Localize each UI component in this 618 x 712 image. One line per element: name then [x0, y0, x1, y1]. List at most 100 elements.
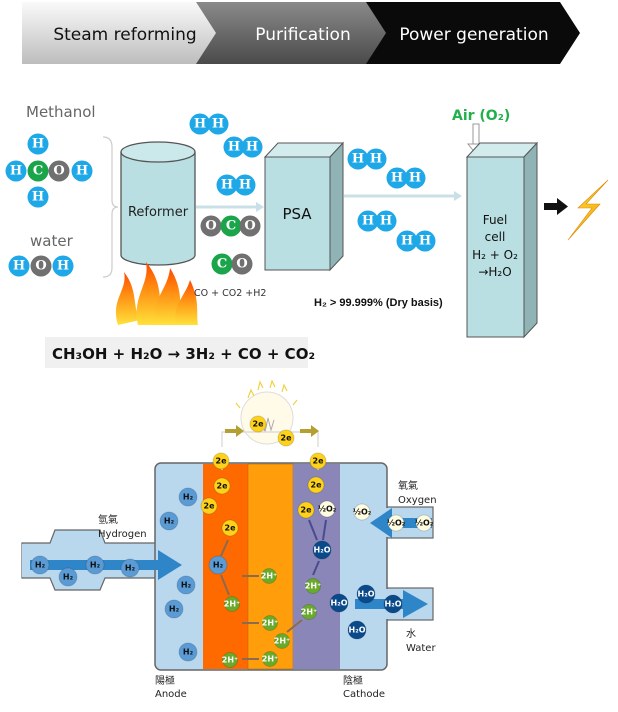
input-bracket — [102, 136, 119, 278]
electron-particle: 2e — [307, 476, 325, 494]
banner-label-steam-reforming: Steam reforming — [53, 25, 196, 45]
proton-particle: 2H⁺ — [222, 652, 238, 668]
atom-symbol: H — [32, 137, 44, 152]
atom-h — [365, 148, 387, 170]
proton-particle-label: 2H⁺ — [262, 655, 278, 664]
atom-symbol: H — [380, 214, 392, 229]
hydrogen-particle-label: H₂ — [169, 605, 180, 614]
atom-h — [52, 255, 74, 277]
atom-h — [189, 113, 211, 135]
atom-symbol: O — [35, 259, 46, 274]
oxygen-particle: ½O₂ — [318, 500, 337, 518]
electron-particle-label: 2e — [311, 481, 323, 490]
atom-c — [211, 253, 233, 275]
banner-step-steam-reforming — [22, 2, 220, 64]
proton-particle: 2H⁺ — [274, 633, 290, 649]
hydrogen-label-zh: 氫氣 — [98, 513, 118, 526]
electron-particle-label: 2e — [204, 502, 216, 511]
atom-h — [375, 210, 397, 232]
atom-symbol: H — [76, 164, 88, 179]
psa-label: PSA — [282, 205, 312, 223]
lightning-icon — [567, 179, 609, 241]
oxygen-particle-label: ½O₂ — [415, 518, 434, 528]
byproducts-label: CO + CO2 +H2 — [194, 288, 266, 299]
hydrogen-particle-label: H₂ — [35, 561, 46, 570]
atom-c — [27, 160, 49, 182]
water-particle: H₂O — [356, 584, 376, 604]
proton-particle-label: 2H⁺ — [262, 619, 278, 628]
atom-symbol: H — [401, 234, 413, 249]
output-arrow-icon — [544, 198, 568, 215]
fuel-cell-line-1: Fuel — [483, 213, 508, 227]
hydrogen-particle-label: H₂ — [63, 573, 74, 582]
atom-symbol: H — [32, 190, 44, 205]
atom-o — [200, 215, 222, 237]
oxygen-particle-label: ½O₂ — [353, 507, 372, 517]
equation-box — [45, 337, 308, 368]
electron-particle-label: 2e — [313, 457, 325, 466]
proton-particle: 2H⁺ — [301, 604, 317, 620]
cathode-label-zh: 陰極 — [343, 674, 363, 687]
hydrogen-particle: H₂ — [58, 567, 78, 587]
oxygen-particle: ½O₂ — [353, 503, 372, 521]
fuel-cell-unit: Fuel cell H₂ + O₂ →H₂O — [465, 141, 539, 339]
cathode-reaction-arrows — [308, 519, 327, 576]
water-particle: H₂O — [329, 593, 349, 613]
atom-o — [48, 160, 70, 182]
water-particle-label: H₂O — [314, 546, 331, 555]
atom-h — [404, 167, 426, 189]
banner-step-power-generation — [366, 2, 580, 64]
fuel-cell-line-3: H₂ + O₂ — [472, 248, 518, 262]
water-label-zh: 水 — [406, 628, 416, 640]
proton-particle-label: 2H⁺ — [274, 637, 290, 646]
atom-symbol: H — [10, 164, 22, 179]
atom-h — [234, 174, 256, 196]
hydrogen-particle: H₂ — [30, 555, 50, 575]
hydrogen-particle-label: H₂ — [183, 493, 194, 502]
atom-symbol: H — [409, 171, 421, 186]
water-particle: H₂O — [347, 620, 367, 640]
atom-o — [231, 253, 253, 275]
electron-particle: 2e — [309, 452, 327, 470]
electron-particle-label: 2e — [253, 420, 265, 429]
atom-symbol: H — [419, 234, 431, 249]
atom-symbol: H — [228, 140, 240, 155]
banner-step-purification — [196, 2, 390, 64]
hydrogen-particle-label: H₂ — [125, 564, 136, 573]
electron-particle: 2e — [297, 501, 315, 519]
reaction-arrows — [220, 539, 303, 660]
atom-symbol: O — [53, 164, 64, 179]
electron-particle-label: 2e — [281, 434, 293, 443]
proton-particle: 2H⁺ — [261, 568, 277, 584]
electron-particle-label: 2e — [225, 524, 237, 533]
atom-c — [220, 215, 242, 237]
water-label: water — [30, 232, 74, 250]
proton-particle: 2H⁺ — [224, 596, 240, 612]
atom-symbol: O — [244, 219, 255, 234]
banner-label-purification: Purification — [255, 25, 350, 45]
atom-h — [396, 230, 418, 252]
psa-unit: PSA — [263, 141, 345, 272]
proton-particle: 2H⁺ — [262, 651, 278, 667]
atom-symbol: H — [362, 214, 374, 229]
atom-h — [71, 160, 93, 182]
proton-particle: 2H⁺ — [305, 578, 321, 594]
proton-particle-label: 2H⁺ — [224, 600, 240, 609]
atom-symbol: H — [239, 178, 251, 193]
atom-h — [347, 148, 369, 170]
atom-symbol: H — [370, 152, 382, 167]
atom-h — [386, 167, 408, 189]
atom-symbol: H — [221, 178, 233, 193]
atom-o — [239, 215, 261, 237]
cathode-label-en: Cathode — [343, 689, 385, 700]
